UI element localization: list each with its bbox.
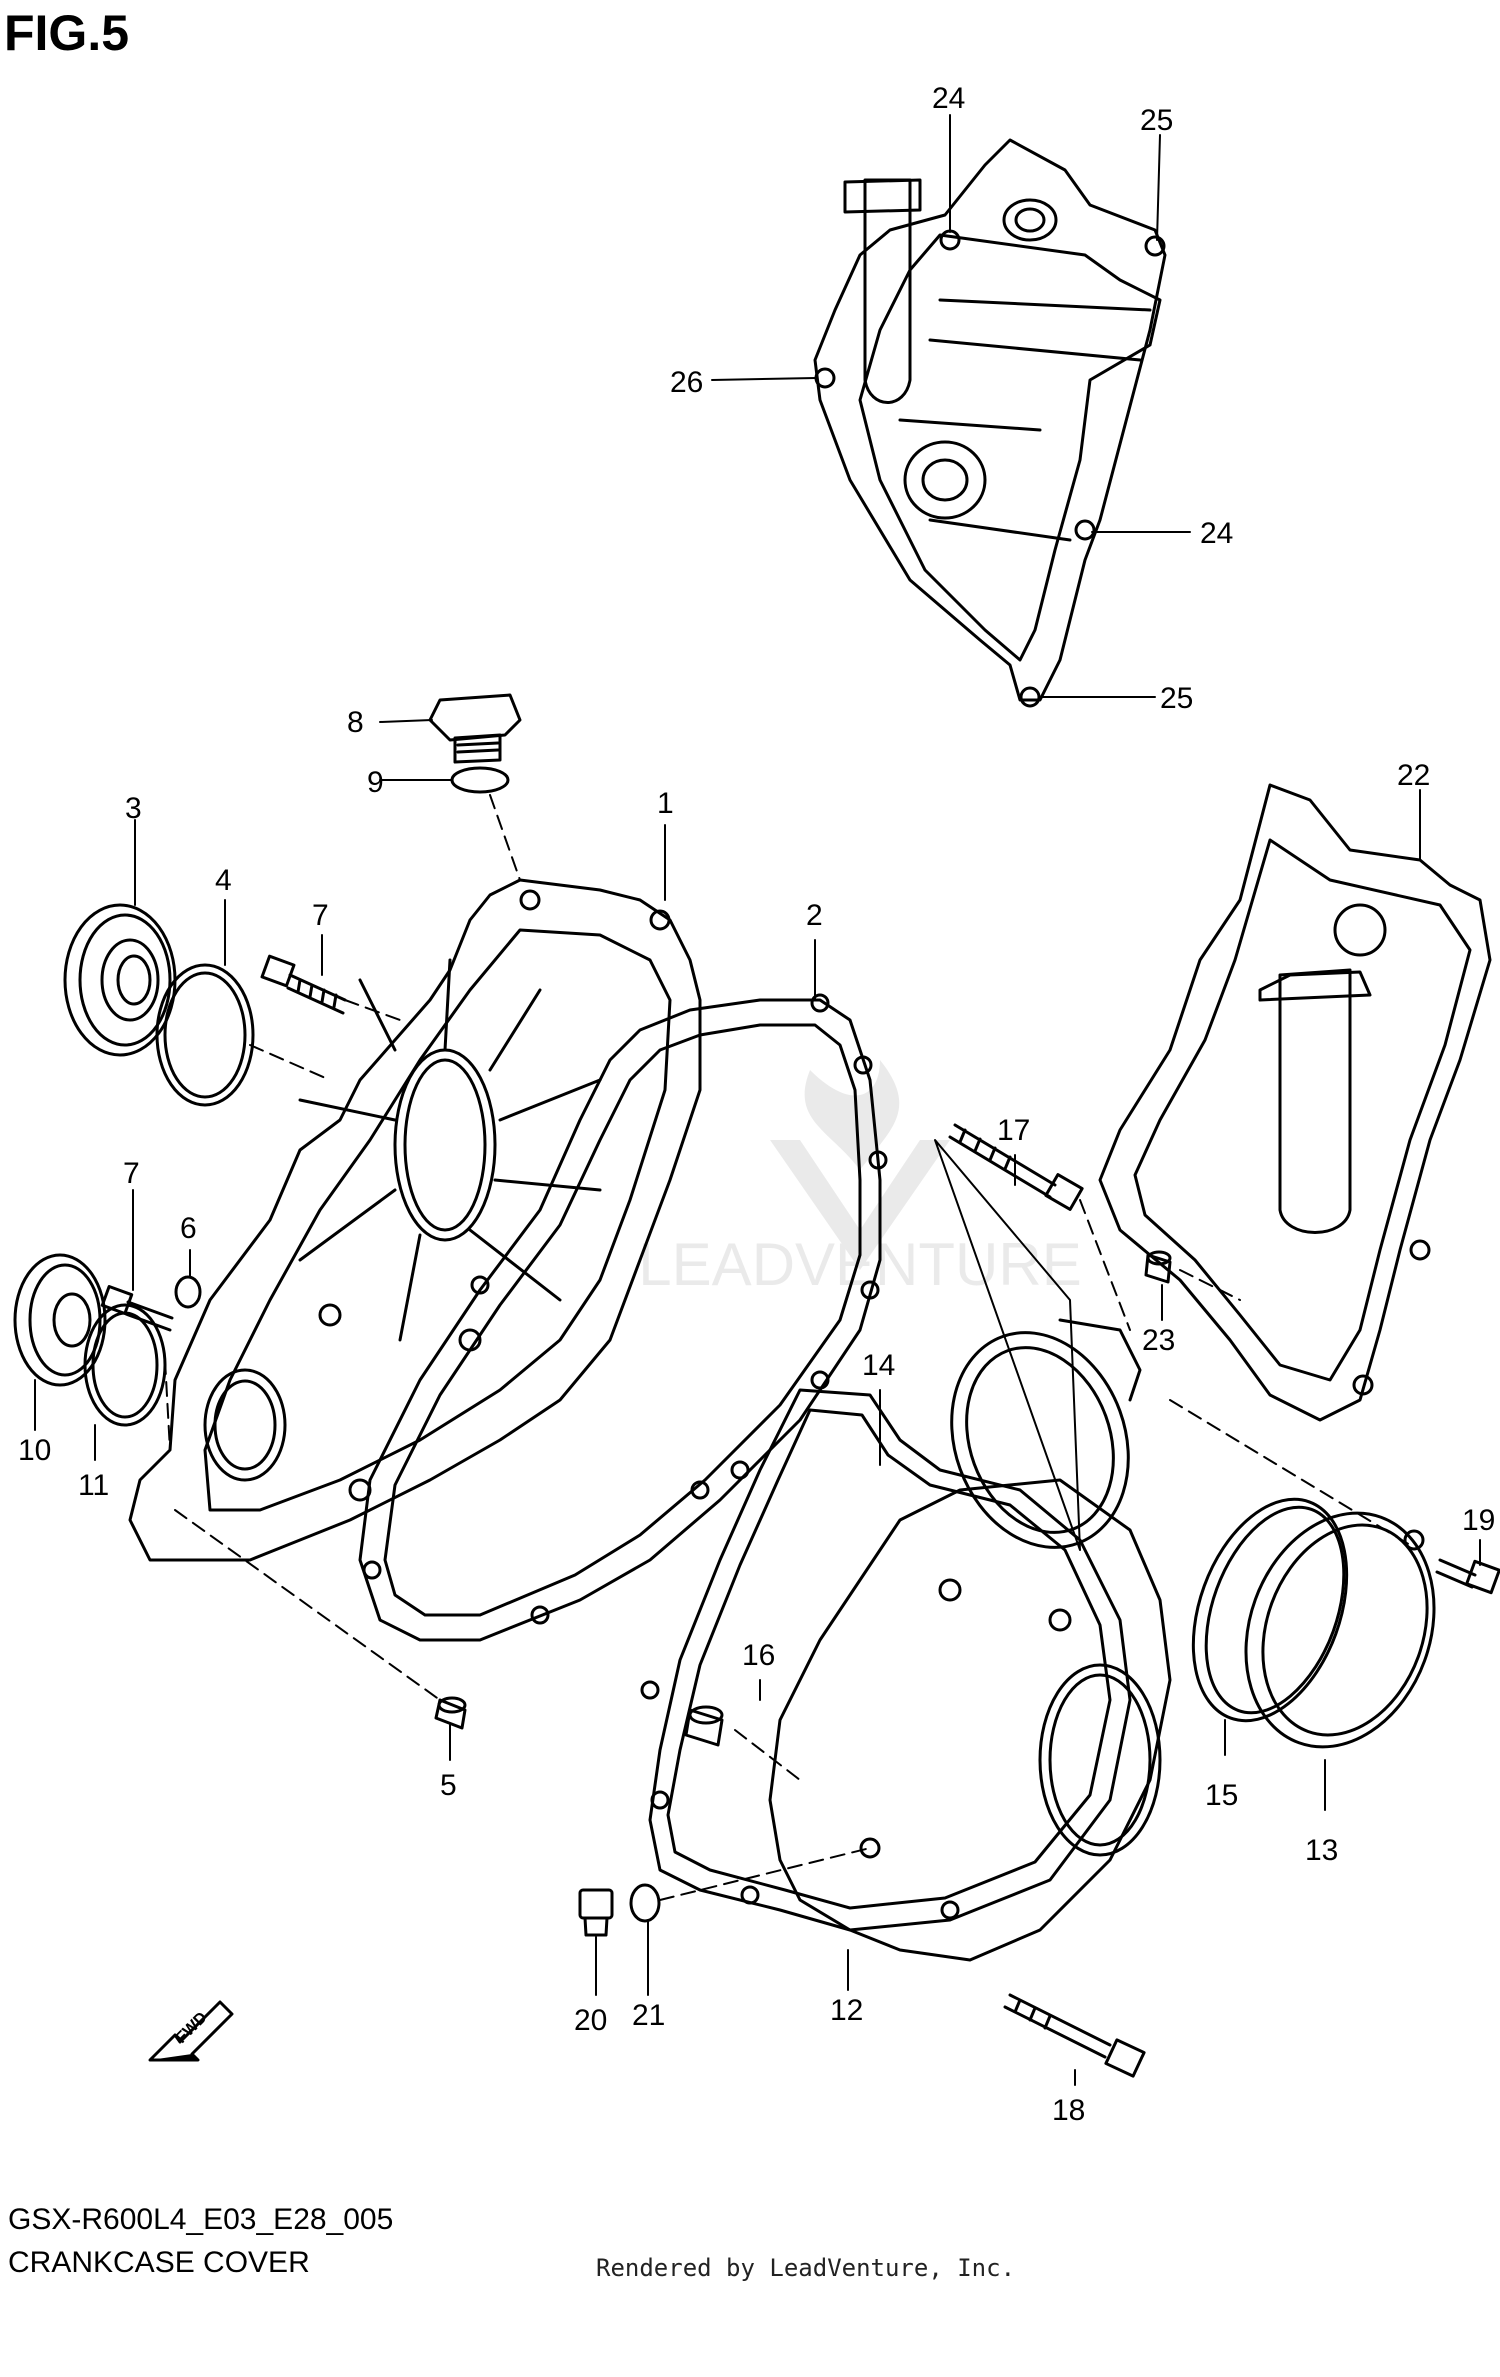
bolt-17-alignment [934, 1139, 1081, 1551]
bolt-7-upper [260, 954, 347, 1015]
clutch-cover [768, 1318, 1172, 1962]
callout-5: 5 [440, 1769, 457, 1802]
callout-6: 6 [180, 1212, 197, 1245]
bolt-19 [1435, 1558, 1500, 1595]
forward-direction-arrow: FWD [148, 2000, 234, 2062]
washer-21 [629, 1883, 661, 1923]
figure-title: FIG.5 [4, 5, 130, 61]
bolt-17 [948, 1123, 1084, 1211]
callout-22: 22 [1397, 759, 1430, 792]
callout-13: 13 [1305, 1834, 1338, 1867]
callout-24a: 24 [932, 82, 965, 115]
small-plug [13, 1253, 107, 1387]
callout-7a: 7 [312, 899, 329, 932]
callout-21: 21 [632, 1999, 665, 2032]
callout-11: 11 [78, 1469, 109, 1502]
callout-9: 9 [367, 766, 384, 799]
bolt-18 [1003, 1993, 1146, 2078]
bolt-20 [578, 1888, 614, 1937]
clutch-cap-o-ring [1191, 1497, 1349, 1723]
callout-8: 8 [347, 706, 364, 739]
assembly-lines [164, 794, 1411, 1901]
callout-10: 10 [18, 1434, 51, 1467]
callout-23: 23 [1142, 1324, 1175, 1357]
dowel-pin-16 [684, 1705, 724, 1747]
render-credit: Rendered by LeadVenture, Inc. [596, 2254, 1016, 2282]
oil-filler-cap [428, 693, 522, 764]
dowel-pin-23 [1144, 1250, 1172, 1284]
callout-19: 19 [1462, 1504, 1495, 1537]
filler-cap-o-ring [450, 766, 510, 794]
callout-20: 20 [574, 2004, 607, 2037]
section-name: CRANKCASE COVER [8, 2246, 310, 2279]
model-code: GSX-R600L4_E03_E28_005 [8, 2203, 394, 2236]
callout-18: 18 [1052, 2094, 1085, 2127]
callout-24b: 24 [1200, 517, 1233, 550]
callout-12: 12 [830, 1994, 863, 2027]
bolt-7-lower [100, 1284, 174, 1332]
callout-26: 26 [670, 366, 703, 399]
generator-cover [1098, 783, 1492, 1422]
callout-25a: 25 [1140, 104, 1173, 137]
cover-gasket [358, 993, 888, 1642]
callout-2: 2 [806, 899, 823, 932]
callout-1: 1 [657, 787, 674, 820]
left-plug-o-ring [155, 963, 255, 1107]
leader-lines [34, 114, 1481, 2086]
callout-7b: 7 [123, 1157, 140, 1190]
dowel-pin-5 [434, 1696, 467, 1730]
callout-17: 17 [997, 1114, 1030, 1147]
callout-3: 3 [125, 792, 142, 825]
callout-4: 4 [215, 864, 232, 897]
callout-25b: 25 [1160, 682, 1193, 715]
callout-14: 14 [862, 1349, 895, 1382]
callout-16: 16 [742, 1639, 775, 1672]
callout-labels: 1 2 3 4 5 6 7 7 8 9 10 11 12 13 14 15 16… [18, 82, 1495, 2127]
crankcase-cover [128, 878, 702, 1562]
callout-15: 15 [1205, 1779, 1238, 1812]
sprocket-cover-plate [813, 138, 1167, 708]
washer-6 [174, 1275, 202, 1309]
